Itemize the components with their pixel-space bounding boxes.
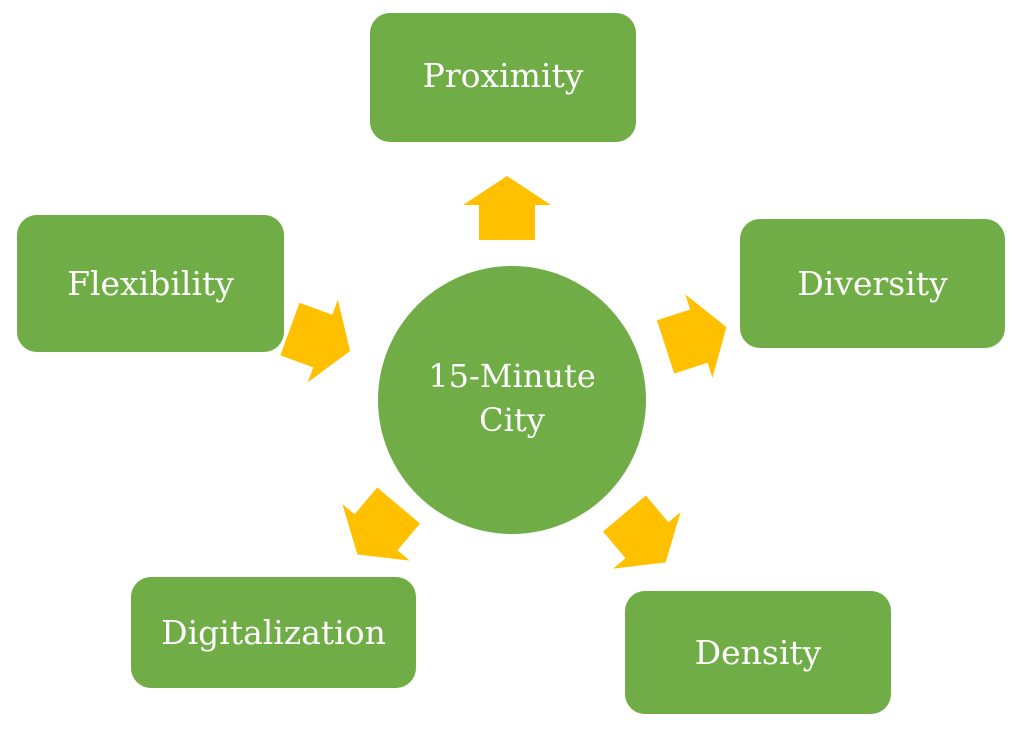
arrow-to-proximity [463, 176, 551, 240]
node-density: Density [625, 591, 891, 714]
node-label: Flexibility [67, 264, 234, 303]
center-node: 15-Minute City [378, 266, 646, 534]
node-flexibility: Flexibility [17, 215, 284, 352]
arrow-to-density [590, 485, 700, 591]
arrow-to-diversity [651, 285, 741, 389]
node-label: Digitalization [161, 613, 386, 652]
node-label: Density [694, 633, 822, 672]
node-diversity: Diversity [740, 219, 1005, 348]
arrow-from-flexibility [274, 287, 366, 393]
node-label: Diversity [797, 264, 948, 303]
center-label-line1: 15-Minute [428, 357, 596, 395]
node-proximity: Proximity [370, 13, 636, 142]
node-label: Proximity [422, 56, 584, 95]
center-label-line2: City [479, 401, 545, 439]
node-digitalization: Digitalization [131, 577, 416, 688]
